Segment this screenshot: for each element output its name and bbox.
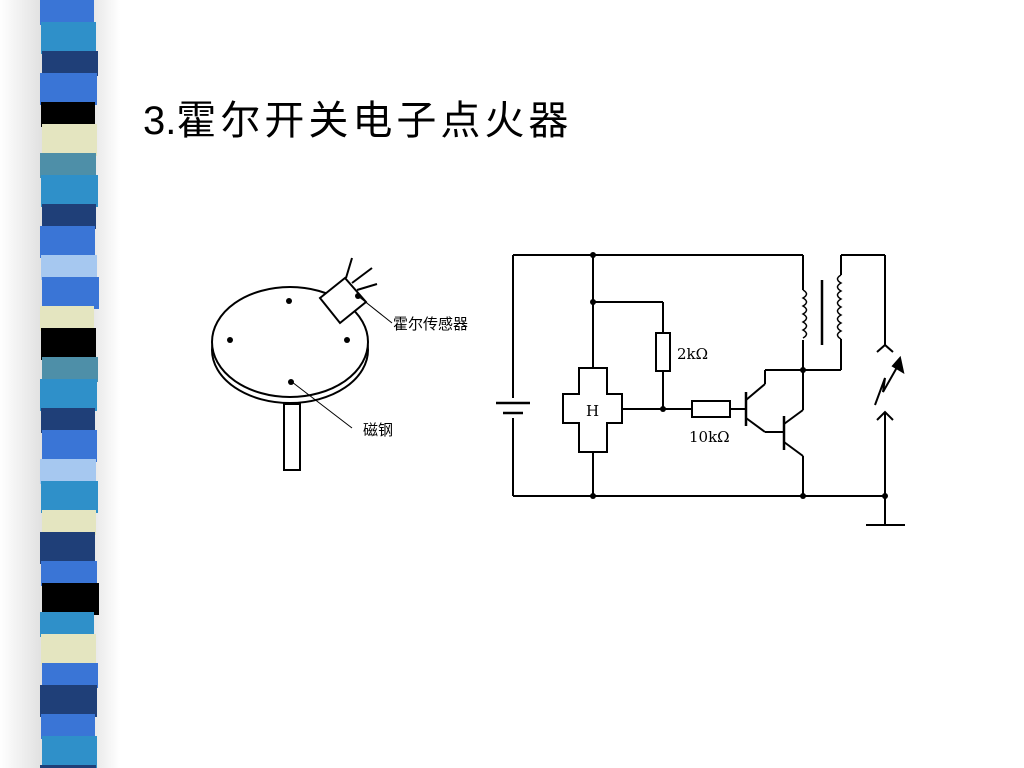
transistor-2-collector — [783, 409, 804, 425]
page-title: 3.霍尔开关电子点火器 — [143, 88, 572, 146]
title-text: 霍尔开关电子点火器 — [176, 98, 573, 144]
rotor-shaft — [283, 403, 301, 471]
stripe — [41, 255, 97, 280]
stripe — [40, 532, 95, 564]
hall-element-label: H — [586, 402, 599, 420]
stripe — [42, 124, 97, 156]
magnet-label: 磁钢 — [363, 421, 393, 439]
stripe — [41, 102, 95, 127]
magnet-dot-front — [288, 379, 294, 385]
circuit-schematic — [496, 252, 905, 526]
junction-dot — [590, 299, 596, 305]
stripe — [40, 685, 97, 717]
magnet-dot-right — [344, 337, 350, 343]
magnet-leader — [291, 381, 353, 429]
hall-sensor-label: 霍尔传感器 — [393, 315, 468, 333]
stripe — [41, 22, 96, 54]
resistor-2k — [655, 332, 671, 372]
stripe — [40, 153, 96, 178]
stripe — [41, 408, 95, 433]
stripe — [42, 663, 98, 688]
hall-sensor-leader — [357, 295, 393, 324]
coil-secondary — [836, 274, 843, 340]
spark-bolt — [874, 361, 901, 406]
stripe — [40, 459, 96, 484]
spark-arrow-head — [891, 355, 905, 375]
transistor-1-collector — [745, 383, 766, 401]
stripe — [42, 51, 98, 76]
rotor-disc — [211, 286, 369, 398]
junction-dot — [660, 406, 666, 412]
resistor-10k-label: 10kΩ — [689, 428, 730, 446]
stripe — [42, 357, 98, 382]
spark-electrode-top — [876, 343, 894, 353]
transistor-2-emitter — [783, 441, 804, 457]
title-number: 3. — [143, 99, 177, 143]
junction-dot — [800, 493, 806, 499]
junction-dot — [590, 493, 596, 499]
junction-dot — [882, 493, 888, 499]
coil-primary — [801, 289, 808, 339]
stripe — [41, 634, 96, 666]
stripe — [40, 379, 97, 411]
hall-element — [562, 367, 623, 453]
resistor-2k-label: 2kΩ — [677, 345, 708, 363]
stripe — [41, 175, 98, 207]
rotor-drawing — [211, 257, 393, 471]
sensor-wire-1 — [345, 257, 353, 279]
junction-dots — [590, 252, 888, 499]
stripe — [40, 73, 97, 105]
sensor-wire-3 — [356, 283, 378, 291]
stripe — [42, 430, 97, 462]
decorative-stripe-band — [0, 0, 120, 768]
stripe — [40, 226, 95, 258]
resistor-10k — [691, 400, 731, 418]
sensor-wire-2 — [351, 267, 373, 284]
magnet-dot-top — [286, 298, 292, 304]
transistor-1-emitter — [745, 417, 766, 433]
stripe — [42, 583, 99, 615]
magnet-dot-left — [227, 337, 233, 343]
stripe — [41, 481, 98, 513]
stripe — [42, 277, 99, 309]
stripe — [41, 714, 95, 739]
stripe — [41, 561, 97, 586]
stripe — [40, 612, 94, 637]
stripe — [41, 328, 96, 360]
stripe — [40, 0, 94, 25]
stripe — [42, 204, 96, 229]
junction-dot — [590, 252, 596, 258]
stripe — [42, 510, 96, 535]
junction-dot — [800, 367, 806, 373]
stripe — [40, 306, 94, 331]
stripe — [42, 736, 97, 768]
stripe — [40, 765, 96, 768]
